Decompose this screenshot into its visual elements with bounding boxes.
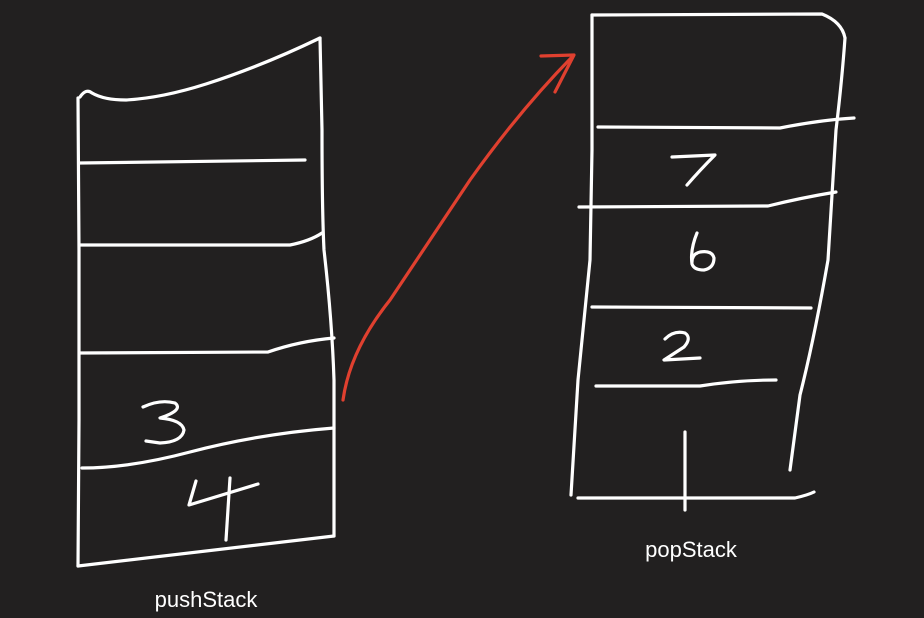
pop-stack-label: popStack [645,537,737,562]
transfer-arrow-shaft [341,55,574,402]
push-stack-bottom-edge [76,534,336,568]
push-stack: 3 4 [76,36,336,568]
push-stack-cell-4-value: 4 [222,499,223,501]
pop-stack-cell-6: 6 [689,231,716,272]
push-stack-label: pushStack [154,587,258,612]
pop-stack-cell-2: 2 [662,330,702,362]
pop-stack-cell-6-value: 6 [700,254,701,256]
handwritten-4-glyph [187,476,260,542]
handwritten-3-glyph [141,400,186,445]
pop-stack-divider-1 [596,116,856,130]
pop-stack-bottom-edge [576,490,816,500]
pop-stack-cell-7-value: 7 [695,167,696,169]
push-stack-divider-1 [78,158,307,165]
handwritten-6-glyph [689,231,716,272]
pop-stack-top-edge [590,12,847,40]
handwritten-7-glyph [670,153,717,187]
pop-stack-right-wall [788,36,847,472]
pop-stack-divider-3 [590,305,813,310]
push-stack-left-wall [76,96,81,568]
push-stack-right-wall [318,36,336,538]
pop-stack-left-wall [569,13,594,497]
pop-stack: 7 6 2 [569,12,856,512]
handwritten-2-glyph [662,330,702,362]
push-stack-divider-3 [78,336,336,355]
pop-stack-cell-7: 7 [670,153,717,187]
pop-stack-divider-4 [594,378,778,388]
push-stack-divider-2 [78,231,324,247]
push-stack-cell-3: 3 [141,400,186,445]
transfer-arrow-head [539,53,576,94]
push-stack-divider-4 [80,426,336,470]
transfer-arrow [341,53,576,402]
push-stack-cell-4: 4 [187,476,260,542]
push-stack-top-edge [78,36,322,102]
pop-stack-divider-2 [577,190,838,209]
